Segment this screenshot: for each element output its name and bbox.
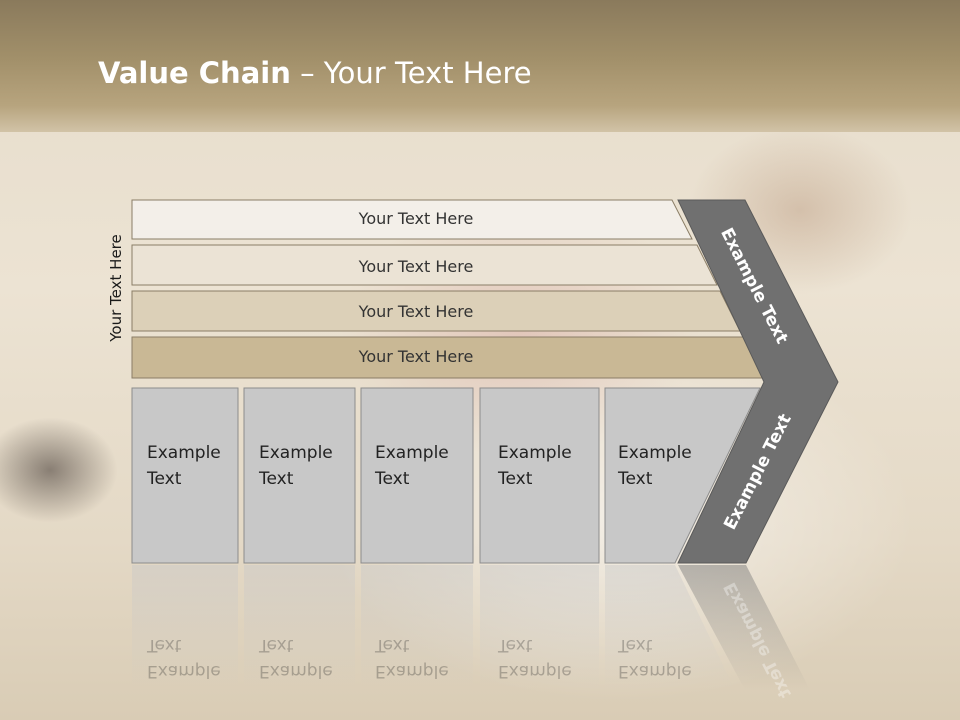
bar-2-label: Your Text Here	[358, 257, 474, 276]
box-1-line2: Text	[147, 469, 182, 489]
header-band	[0, 0, 960, 132]
box-4-line2: Text	[498, 469, 533, 489]
box-3-label-reflection: Example Text	[375, 632, 449, 684]
box-5-label-reflection: Example Text	[618, 632, 692, 684]
title-bold: Value Chain	[98, 56, 291, 90]
box-3-line2: Text	[375, 469, 410, 489]
box-4	[479, 387, 600, 564]
chevron-reflection	[678, 565, 810, 690]
box-5-line2: Text	[618, 469, 653, 489]
box-5-reflect-line1: Example	[618, 661, 692, 681]
box-1-reflect-line2: Text	[147, 635, 182, 655]
box-4-line1: Example	[498, 443, 572, 463]
box-5-reflection	[605, 565, 735, 690]
box-5-reflect-line2: Text	[618, 635, 653, 655]
box-2-label-reflection: Example Text	[259, 632, 333, 684]
box-3-line1: Example	[375, 443, 449, 463]
box-3-reflect-line2: Text	[375, 635, 410, 655]
box-5-line1: Example	[618, 443, 692, 463]
box-3-reflect-line1: Example	[375, 661, 449, 681]
bar-4-label: Your Text Here	[358, 347, 474, 366]
bar-3-label: Your Text Here	[358, 302, 474, 321]
box-1-label: Example Text	[147, 440, 221, 492]
box-4-label: Example Text	[498, 440, 572, 492]
box-3-reflection	[361, 565, 473, 690]
bar-1-label: Your Text Here	[358, 209, 474, 228]
bar-1	[131, 199, 693, 240]
slide-title: Value Chain – Your Text Here	[98, 56, 532, 90]
box-1	[131, 387, 239, 564]
title-rest: – Your Text Here	[290, 56, 532, 90]
box-3	[360, 387, 474, 564]
box-2-reflect-line2: Text	[259, 635, 294, 655]
box-2-line2: Text	[259, 469, 294, 489]
box-1-reflect-line1: Example	[147, 661, 221, 681]
box-2-label: Example Text	[259, 440, 333, 492]
box-1-line1: Example	[147, 443, 221, 463]
box-4-label-reflection: Example Text	[498, 632, 572, 684]
box-4-reflect-line1: Example	[498, 661, 572, 681]
bar-2	[131, 244, 718, 286]
chevron-arrow	[677, 199, 839, 564]
box-5	[604, 387, 761, 564]
box-2	[243, 387, 356, 564]
box-4-reflection	[480, 565, 599, 690]
box-3-label: Example Text	[375, 440, 449, 492]
box-1-reflection	[132, 565, 238, 690]
box-1-label-reflection: Example Text	[147, 632, 221, 684]
box-2-reflect-line1: Example	[259, 661, 333, 681]
box-2-line1: Example	[259, 443, 333, 463]
box-2-reflection	[244, 565, 355, 690]
box-4-reflect-line2: Text	[498, 635, 533, 655]
box-5-label: Example Text	[618, 440, 692, 492]
